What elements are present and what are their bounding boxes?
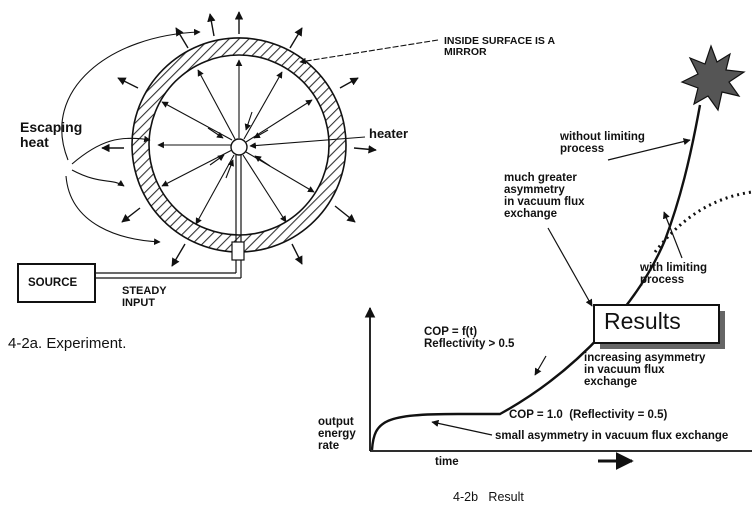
experiment-caption: 4-2a. Experiment. (8, 335, 127, 352)
escaping-heat-label: Escaping heat (20, 119, 83, 150)
result-axes (364, 306, 752, 452)
mirror-pointer (299, 39, 439, 65)
source-box (17, 263, 96, 303)
inward-ray-arrows (207, 111, 271, 179)
small-asymmetry-label: small asymmetry in vacuum flux exchange (495, 430, 729, 442)
heater-pointer (249, 136, 366, 149)
input-wire (95, 155, 245, 279)
y-axis-label: output energy rate (318, 416, 356, 453)
much-greater-asymmetry-label: much greater asymmetry in vacuum flux ex… (504, 172, 585, 221)
increasing-asymmetry-label: increasing asymmetry in vacuum flux exch… (584, 352, 706, 389)
without-limiting-label: without limiting process (560, 131, 645, 156)
cop-one-label: COP = 1.0 (Reflectivity = 0.5) (509, 409, 668, 421)
source-label: SOURCE (28, 277, 78, 289)
explosion-burst (680, 44, 746, 112)
mirror-label: INSIDE SURFACE IS A MIRROR (444, 35, 556, 59)
escaping-heat-arrows (101, 11, 377, 267)
result-caption: 4-2b Result (453, 490, 524, 504)
with-limiting-label: with limiting process (640, 262, 708, 287)
x-axis-label: time (435, 456, 459, 468)
heater-label: heater (369, 126, 409, 141)
limited-curve (653, 190, 753, 253)
heater-element (230, 138, 248, 156)
mirror-ring (131, 37, 347, 253)
steady-input-label: STEADY INPUT (122, 285, 167, 309)
escaping-heat-curves (61, 28, 201, 245)
cop-ft-label: COP = f(t) Reflectivity > 0.5 (424, 326, 515, 351)
results-box-label: Results (604, 308, 681, 334)
label-pointers (431, 138, 691, 436)
results-box-frame (593, 304, 720, 344)
